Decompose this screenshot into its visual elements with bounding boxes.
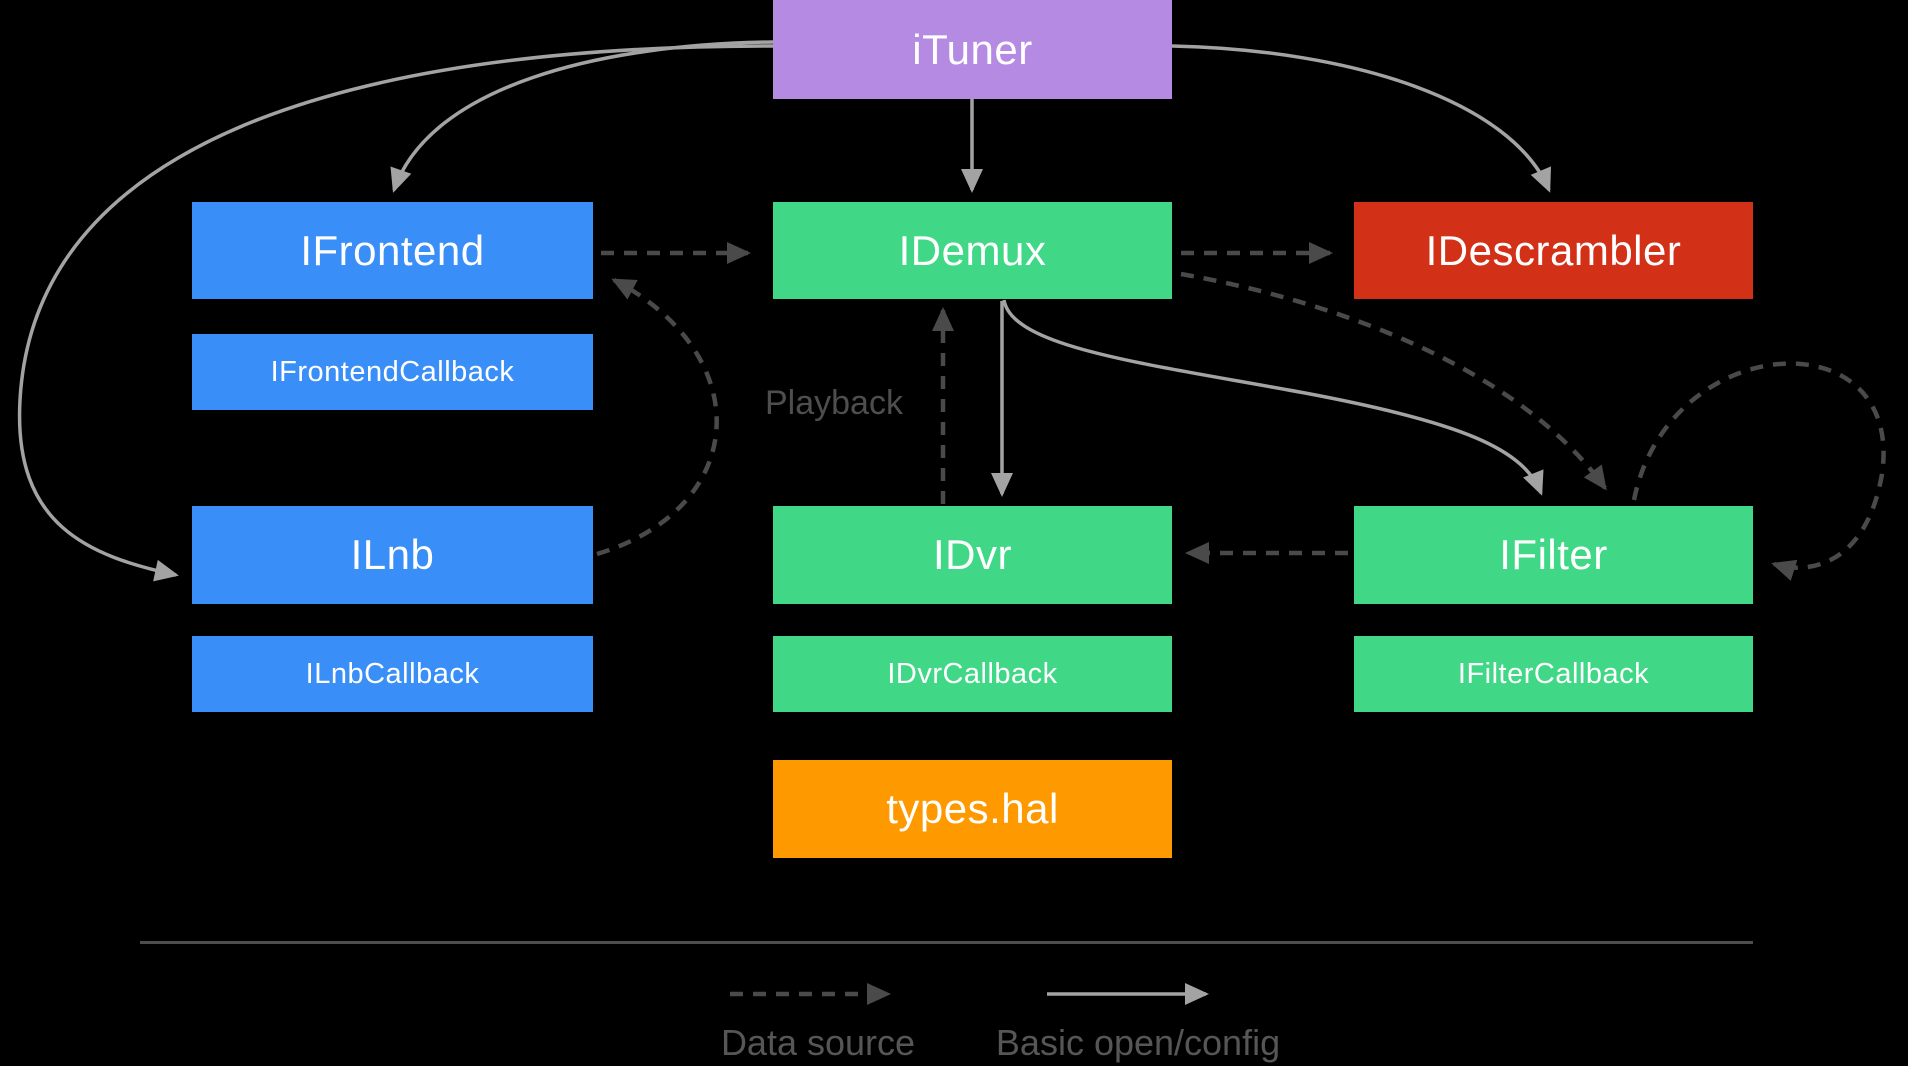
edge-ituner-to-ilnb-solid [17,44,774,582]
legend-divider [140,941,1753,944]
node-ilnb-callback: ILnbCallback [192,636,593,712]
node-ifrontend-callback-label: IFrontendCallback [270,355,515,388]
edge-ituner-to-ifrontend-solid [390,40,774,193]
node-idvr-callback-label: IDvrCallback [887,657,1058,690]
legend-basic-open-config-label: Basic open/config [995,1022,1281,1063]
node-ilnb: ILnb [192,506,593,604]
node-ifrontend-callback: IFrontendCallback [192,334,593,410]
playback-annotation: Playback [765,384,903,422]
node-idemux-label: IDemux [898,226,1047,274]
node-idvr: IDvr [773,506,1172,604]
node-ituner-label: iTuner [912,25,1033,73]
node-ifilter-callback-label: IFilterCallback [1457,657,1650,690]
node-ifrontend-label: IFrontend [300,226,485,274]
legend-data-source-label: Data source [720,1022,916,1063]
edge-ifilter-self-loop-dashed [1631,361,1886,581]
node-idvr-label: IDvr [933,531,1012,578]
edge-ilnb-to-ifrontend-dashed [596,278,719,557]
node-ifrontend: IFrontend [192,202,593,299]
node-ilnb-label: ILnb [350,531,435,578]
node-idescrambler-label: IDescrambler [1425,226,1682,274]
edge-idemux-to-ifilter-dashed [1180,271,1607,491]
node-types-hal: types.hal [773,760,1172,858]
node-ituner: iTuner [773,0,1172,99]
edge-idemux-to-ifilter-solid [1002,299,1544,496]
node-ifilter-label: IFilter [1499,531,1608,578]
node-idemux: IDemux [773,202,1172,299]
node-idescrambler: IDescrambler [1354,202,1753,299]
node-ifilter-callback: IFilterCallback [1354,636,1753,712]
node-types-hal-label: types.hal [886,785,1059,832]
node-ilnb-callback-label: ILnbCallback [305,657,480,690]
node-idvr-callback: IDvrCallback [773,636,1172,712]
edge-ituner-to-idescrambler-solid [1171,44,1551,193]
node-ifilter: IFilter [1354,506,1753,604]
